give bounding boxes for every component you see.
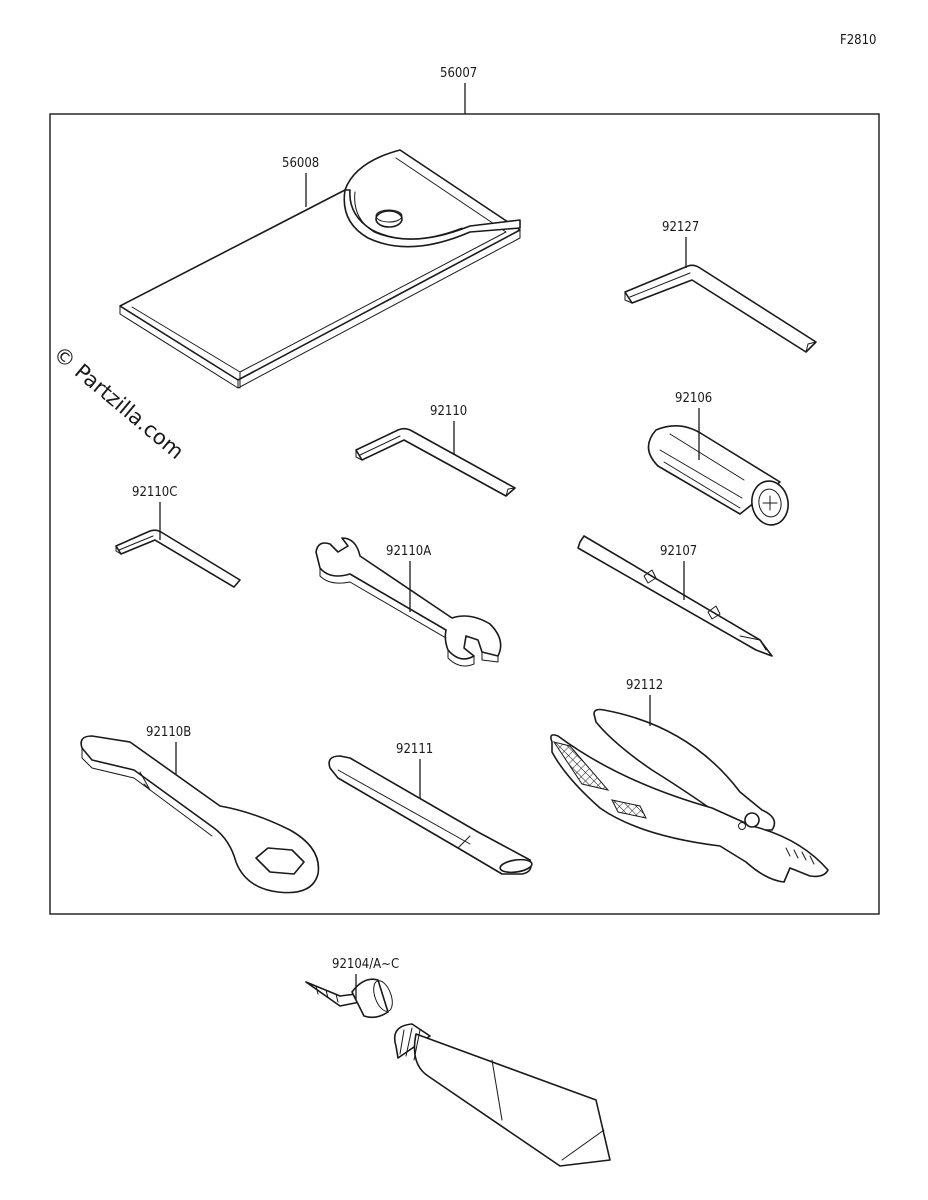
watermark: © Partzilla.com bbox=[49, 341, 189, 464]
hex-wrench-92127 bbox=[624, 264, 817, 353]
screwdriver-92107 bbox=[577, 535, 773, 657]
label-92107: 92107 bbox=[660, 544, 697, 559]
tool-case bbox=[119, 149, 521, 389]
label-56007: 56007 bbox=[440, 66, 477, 81]
driver-handle-92106 bbox=[647, 425, 789, 526]
label-92112: 92112 bbox=[626, 678, 663, 693]
figure-code: F2810 bbox=[840, 33, 877, 48]
label-92110B: 92110B bbox=[146, 725, 191, 740]
label-92110A: 92110A bbox=[386, 544, 431, 559]
extension-bar-92111 bbox=[328, 755, 533, 875]
label-92111: 92111 bbox=[396, 742, 433, 757]
pliers-92112 bbox=[550, 708, 829, 883]
hex-wrench-92110C bbox=[115, 529, 241, 588]
kit-frame bbox=[49, 113, 880, 915]
repair-kit-92104 bbox=[305, 978, 611, 1167]
wrench-92110B bbox=[80, 735, 320, 894]
label-92104: 92104/A~C bbox=[332, 957, 399, 972]
wrench-92110A bbox=[315, 537, 502, 667]
label-92110: 92110 bbox=[430, 404, 467, 419]
label-92106: 92106 bbox=[675, 391, 712, 406]
label-92110C: 92110C bbox=[132, 485, 177, 500]
label-56008: 56008 bbox=[282, 156, 319, 171]
label-92127: 92127 bbox=[662, 220, 699, 235]
hex-wrench-92110 bbox=[355, 427, 516, 497]
